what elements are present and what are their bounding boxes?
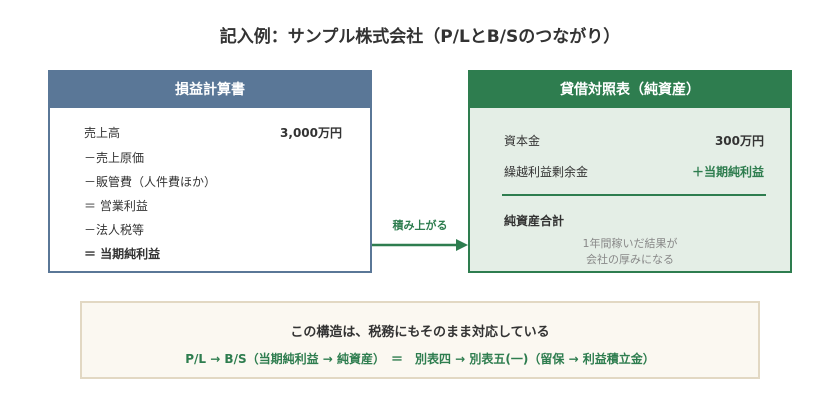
- bs-item-retained-earnings-amount: ＋当期純利益: [691, 165, 764, 179]
- pl-item-sga: －販管費（人件費ほか）: [84, 175, 217, 189]
- bs-item-capital: 資本金: [504, 134, 541, 148]
- pl-item-net-income: ＝ 当期純利益: [84, 247, 161, 261]
- pl-item-sales: 売上高: [84, 126, 121, 140]
- pl-item-operating-income: ＝ 営業利益: [84, 199, 148, 213]
- income-statement-header: 損益計算書: [50, 72, 370, 108]
- bs-note: 1年間稼いだ結果が 会社の厚みになる: [470, 236, 790, 268]
- pl-item-cost-of-sales: －売上原価: [84, 151, 145, 165]
- flow-arrow-icon: [372, 239, 468, 251]
- bs-item-retained-earnings: 繰越利益剰余金: [504, 165, 589, 179]
- bs-note-line-2: 会社の厚みになる: [586, 253, 674, 266]
- note-sub-text: P/L → B/S（当期純利益 → 純資産） ＝ 別表四 → 別表五(一)（留保…: [185, 352, 655, 366]
- income-statement-box: 損益計算書 売上高 3,000万円 －売上原価 －販管費（人件費ほか） ＝ 営業…: [48, 70, 372, 273]
- bs-item-total-equity: 純資産合計: [504, 214, 565, 228]
- bs-item-capital-amount: 300万円: [714, 134, 764, 148]
- balance-sheet-box: 貸借対照表（純資産） 資本金 300万円 繰越利益剰余金 ＋当期純利益 純資産合…: [468, 70, 792, 273]
- bs-note-line-1: 1年間稼いだ結果が: [582, 237, 678, 250]
- tax-correspondence-note: この構造は、税務にもそのまま対応している P/L → B/S（当期純利益 → 純…: [80, 301, 760, 379]
- diagram-title: 記入例：サンプル株式会社（P/LとB/Sのつながり）: [219, 27, 621, 47]
- bs-divider: [502, 194, 766, 196]
- pl-item-corporate-tax: －法人税等: [84, 223, 145, 237]
- pl-item-sales-amount: 3,000万円: [280, 126, 342, 140]
- note-main-text: この構造は、税務にもそのまま対応している: [290, 325, 550, 340]
- arrow-label: 積み上がる: [392, 219, 448, 232]
- balance-sheet-header: 貸借対照表（純資産）: [470, 72, 790, 108]
